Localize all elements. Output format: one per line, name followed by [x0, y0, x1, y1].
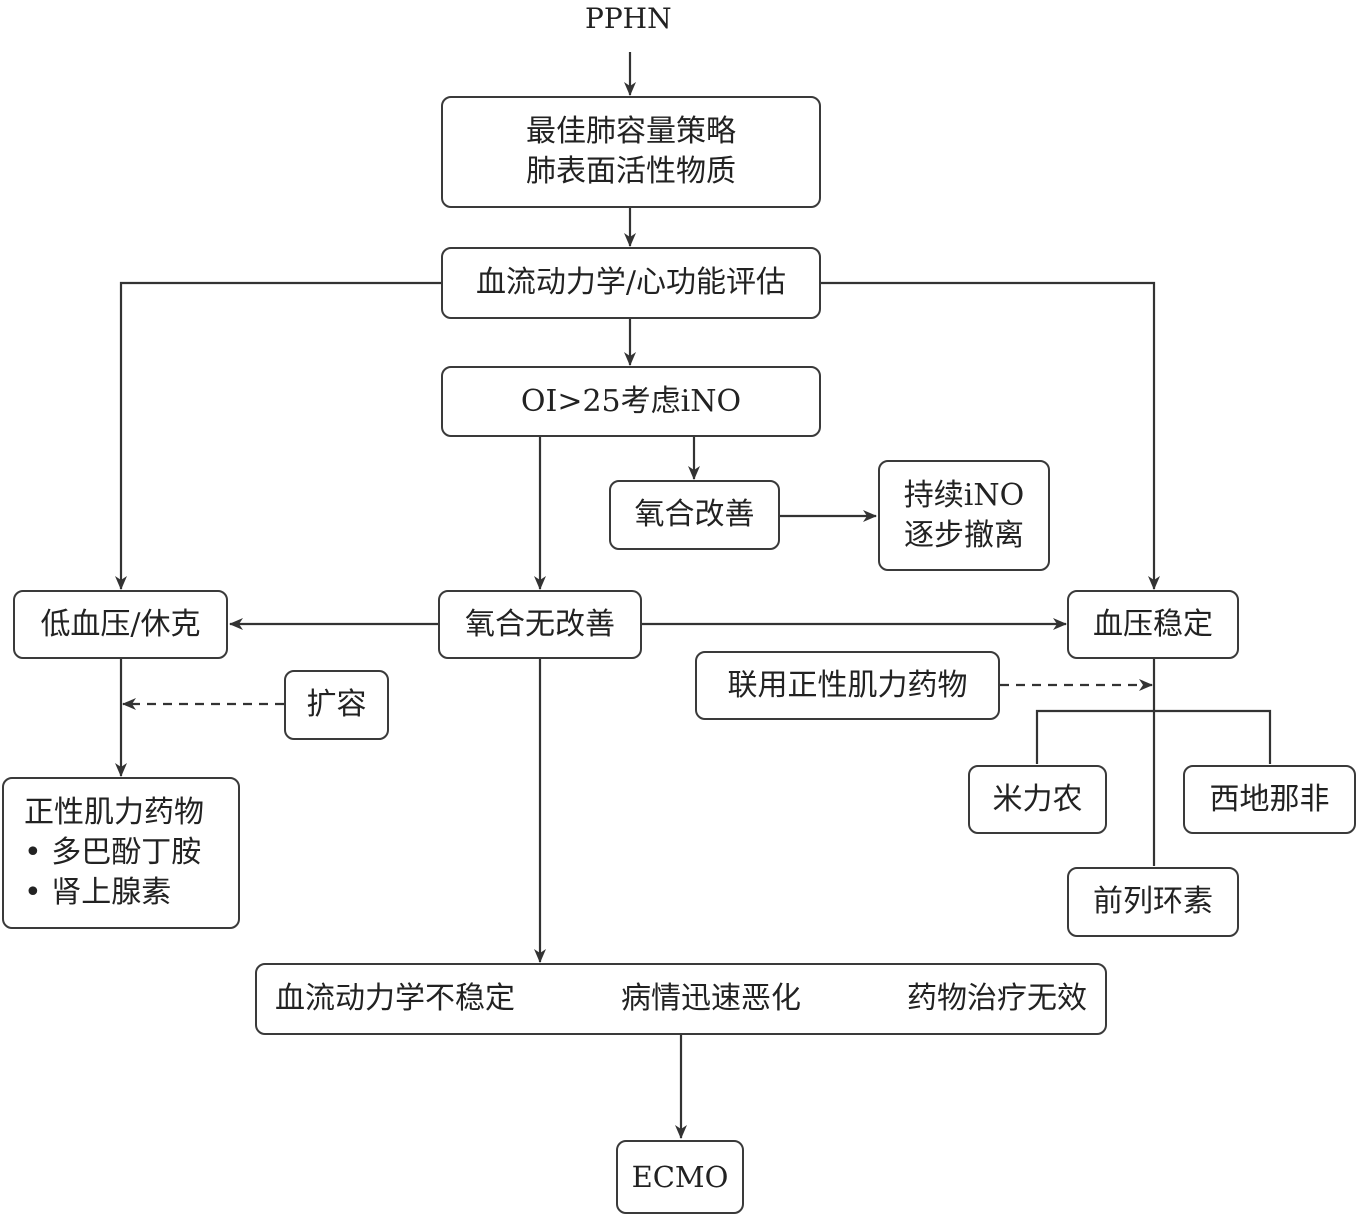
node-bp-stable: 血压稳定: [1067, 590, 1239, 659]
node-ecmo-criteria: 血流动力学不稳定 病情迅速恶化 药物治疗无效: [255, 963, 1107, 1035]
node-continue-line1: 持续iNO: [903, 477, 1025, 513]
node-hypotension-shock: 低血压/休克: [13, 590, 228, 659]
node-prostacyclin: 前列环素: [1067, 867, 1239, 937]
node-inotropes: 正性肌力药物 • 多巴酚丁胺 • 肾上腺素: [2, 777, 240, 929]
node-milrinone: 米力农: [968, 765, 1107, 834]
node-inotropes-title: 正性肌力药物: [24, 795, 204, 830]
node-inotropes-item1: • 多巴酚丁胺: [24, 835, 202, 870]
node-ecmo: ECMO: [616, 1140, 744, 1214]
root-label-pphn: PPHN: [585, 2, 672, 35]
node-lung-strategy: 最佳肺容量策略 肺表面活性物质: [441, 96, 821, 208]
node-oi-ino: OI>25考虑iNO: [441, 366, 821, 437]
node-oxygenation-not-improved: 氧合无改善: [438, 590, 642, 659]
node-lung-line1: 最佳肺容量策略: [526, 114, 736, 149]
arrow-hemo-to-stable: [821, 281, 1160, 590]
node-oxygenation-improved: 氧合改善: [609, 480, 780, 550]
node-continue-line2: 逐步撤离: [903, 517, 1024, 553]
criteria-hemodynamic-unstable: 血流动力学不稳定: [275, 981, 515, 1016]
criteria-rapid-deterioration: 病情迅速恶化: [621, 981, 801, 1016]
arrow-hemo-to-hypo: [115, 281, 441, 590]
node-combined-inotropes: 联用正性肌力药物: [695, 651, 1000, 720]
line-branch-bar: [1035, 709, 1272, 764]
node-sildenafil: 西地那非: [1183, 765, 1356, 834]
node-volume-expansion: 扩容: [284, 670, 389, 740]
node-continue-ino: 持续iNO 逐步撤离: [878, 460, 1050, 571]
criteria-drug-ineffective: 药物治疗无效: [907, 981, 1087, 1016]
node-lung-line2: 肺表面活性物质: [526, 154, 736, 189]
node-hemodynamic-assessment: 血流动力学/心功能评估: [441, 247, 821, 319]
node-inotropes-item2: • 肾上腺素: [24, 875, 172, 910]
